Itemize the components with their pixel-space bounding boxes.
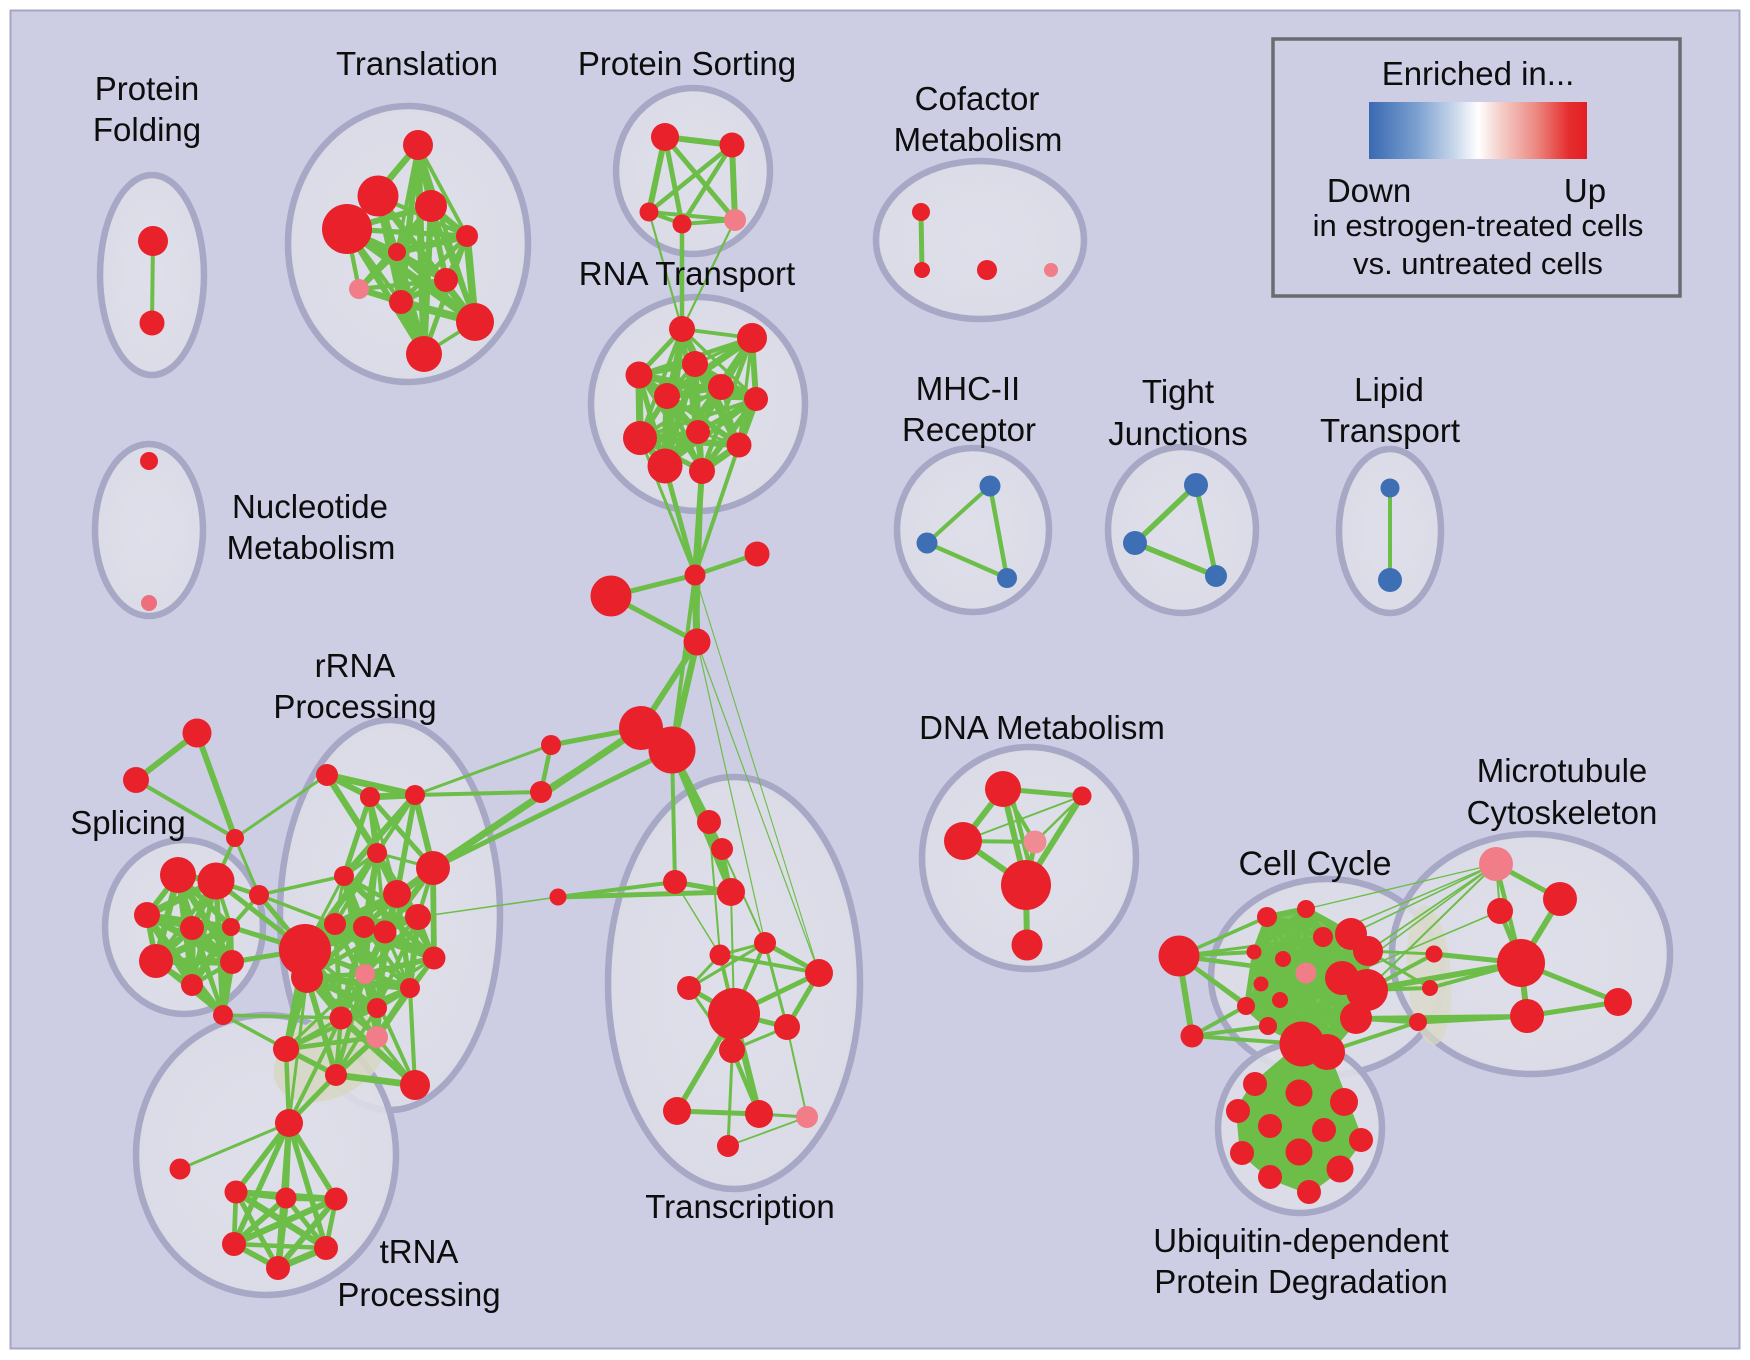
svg-text:vs. untreated cells: vs. untreated cells: [1353, 246, 1603, 281]
svg-text:MHC-II: MHC-II: [916, 370, 1020, 407]
svg-text:Cell Cycle: Cell Cycle: [1238, 845, 1391, 883]
svg-text:Receptor: Receptor: [902, 411, 1036, 448]
svg-text:in estrogen-treated cells: in estrogen-treated cells: [1313, 208, 1644, 243]
svg-text:Transcription: Transcription: [645, 1188, 835, 1225]
svg-text:Translation: Translation: [336, 45, 498, 82]
svg-text:Microtubule: Microtubule: [1477, 752, 1648, 789]
svg-text:Nucleotide: Nucleotide: [232, 488, 388, 525]
svg-text:Ubiquitin-dependent: Ubiquitin-dependent: [1153, 1222, 1448, 1259]
svg-text:RNA Transport: RNA Transport: [579, 255, 795, 292]
svg-text:Protein Sorting: Protein Sorting: [578, 45, 796, 82]
svg-text:Cytoskeleton: Cytoskeleton: [1467, 794, 1658, 831]
svg-text:Metabolism: Metabolism: [894, 121, 1063, 158]
svg-text:Transport: Transport: [1320, 412, 1460, 449]
svg-text:DNA Metabolism: DNA Metabolism: [919, 709, 1165, 746]
svg-text:Folding: Folding: [93, 111, 201, 148]
svg-text:Protein: Protein: [95, 70, 200, 107]
svg-text:tRNA: tRNA: [380, 1233, 459, 1270]
svg-text:Up: Up: [1564, 172, 1606, 209]
svg-text:Cofactor: Cofactor: [915, 80, 1040, 117]
svg-text:Enriched in...: Enriched in...: [1382, 55, 1575, 92]
svg-text:Down: Down: [1327, 172, 1411, 209]
svg-text:Protein Degradation: Protein Degradation: [1154, 1263, 1448, 1300]
svg-text:Processing: Processing: [273, 688, 436, 725]
svg-text:Splicing: Splicing: [70, 804, 186, 841]
svg-text:Tight: Tight: [1142, 373, 1214, 410]
svg-text:Junctions: Junctions: [1108, 415, 1247, 452]
svg-text:rRNA: rRNA: [315, 647, 396, 684]
svg-text:Metabolism: Metabolism: [227, 529, 396, 566]
svg-text:Processing: Processing: [337, 1276, 500, 1313]
svg-text:Lipid: Lipid: [1354, 371, 1424, 408]
